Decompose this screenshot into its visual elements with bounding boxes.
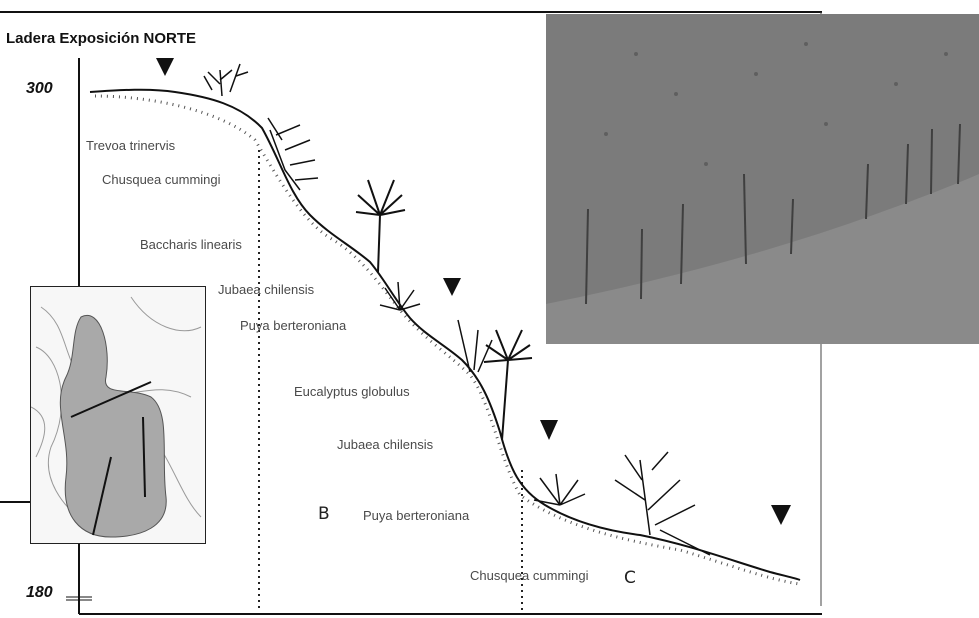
label-puya-2: Puya berteroniana	[363, 508, 469, 523]
palm-drawing-1	[356, 180, 405, 272]
label-jubaea-1: Jubaea chilensis	[218, 282, 314, 297]
marker-triangle-2	[443, 278, 461, 296]
label-trevoa: Trevoa trinervis	[86, 138, 175, 153]
label-jubaea-2: Jubaea chilensis	[337, 437, 433, 452]
y-tick-top: 300	[26, 80, 53, 98]
label-eucalyptus: Eucalyptus globulus	[294, 384, 410, 399]
zone-letter-c: C	[624, 568, 636, 588]
location-map-inset	[30, 286, 206, 544]
label-baccharis: Baccharis linearis	[140, 237, 242, 252]
marker-triangle-4	[771, 505, 791, 525]
y-tick-bottom: 180	[26, 584, 53, 602]
hillside-photo	[546, 14, 979, 344]
marker-triangle-3	[540, 420, 558, 440]
puya-drawing-2	[534, 474, 585, 505]
zone-letter-b: B	[318, 504, 330, 524]
label-chusquea-1: Chusquea cummingi	[102, 172, 221, 187]
shrub-drawing-1	[204, 64, 248, 96]
figure-title: Ladera Exposición NORTE	[6, 30, 196, 47]
palm-drawing-2	[484, 330, 532, 440]
puya-drawing-1	[380, 282, 420, 310]
label-chusquea-2: Chusquea cummingi	[470, 568, 589, 583]
label-puya-1: Puya berteroniana	[240, 318, 346, 333]
marker-triangle-1	[156, 58, 174, 76]
